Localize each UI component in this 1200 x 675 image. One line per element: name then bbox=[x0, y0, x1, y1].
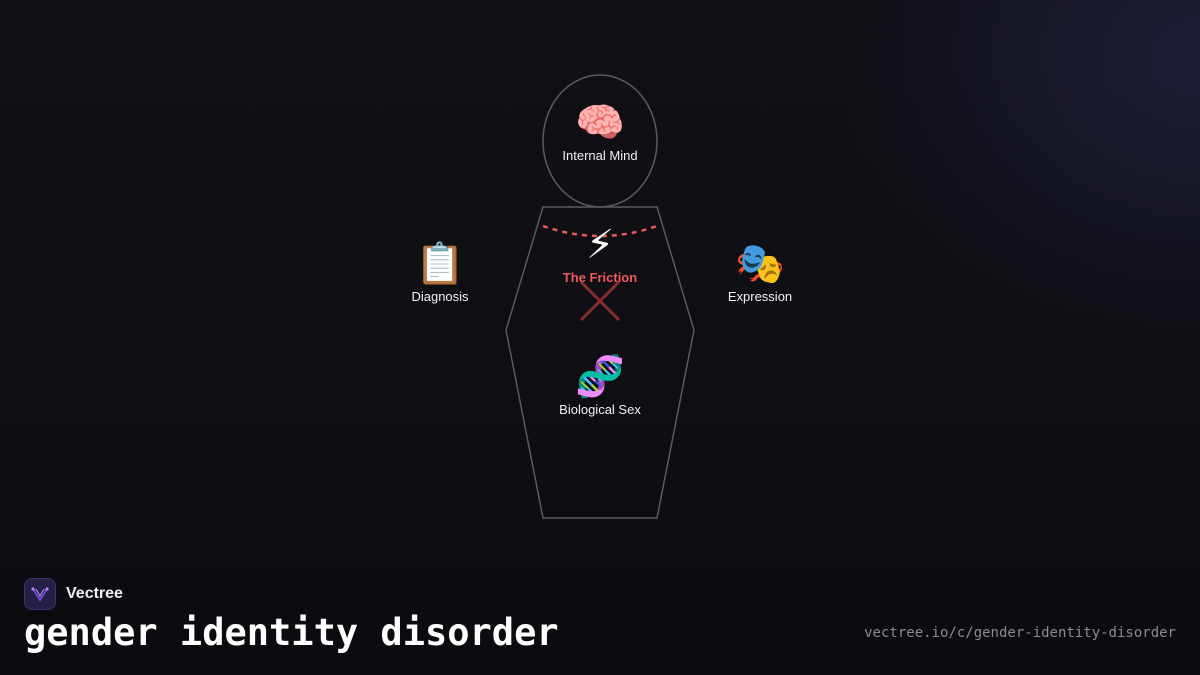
node-label: The Friction bbox=[562, 270, 638, 285]
brand-name: Vectree bbox=[66, 585, 123, 602]
node-label: Expression bbox=[727, 289, 793, 304]
node-label: Internal Mind bbox=[562, 148, 638, 163]
brain-icon: 🧠 bbox=[575, 100, 625, 146]
page-url[interactable]: vectree.io/c/gender-identity-disorder bbox=[864, 625, 1176, 641]
torso-outline bbox=[505, 206, 695, 519]
conflict-cross-icon bbox=[579, 280, 621, 322]
node-internal-mind: 🧠 Internal Mind bbox=[520, 100, 680, 164]
node-expression: 🎭 Expression bbox=[680, 241, 840, 305]
friction-line bbox=[542, 224, 658, 238]
clipboard-icon: 📋 bbox=[415, 241, 465, 287]
brand[interactable]: Vectree bbox=[24, 577, 123, 611]
node-the-friction: ⚡ The Friction bbox=[520, 222, 680, 286]
node-label: Biological Sex bbox=[559, 402, 641, 417]
node-biological-sex: 🧬 Biological Sex bbox=[520, 354, 680, 418]
node-diagnosis: 📋 Diagnosis bbox=[360, 241, 520, 305]
theater-masks-icon: 🎭 bbox=[735, 241, 785, 287]
lightning-icon: ⚡ bbox=[585, 222, 615, 268]
dna-icon: 🧬 bbox=[575, 354, 625, 400]
vectree-logo-icon bbox=[24, 578, 56, 610]
node-label: Diagnosis bbox=[411, 289, 469, 304]
page-title: gender identity disorder bbox=[24, 611, 559, 654]
